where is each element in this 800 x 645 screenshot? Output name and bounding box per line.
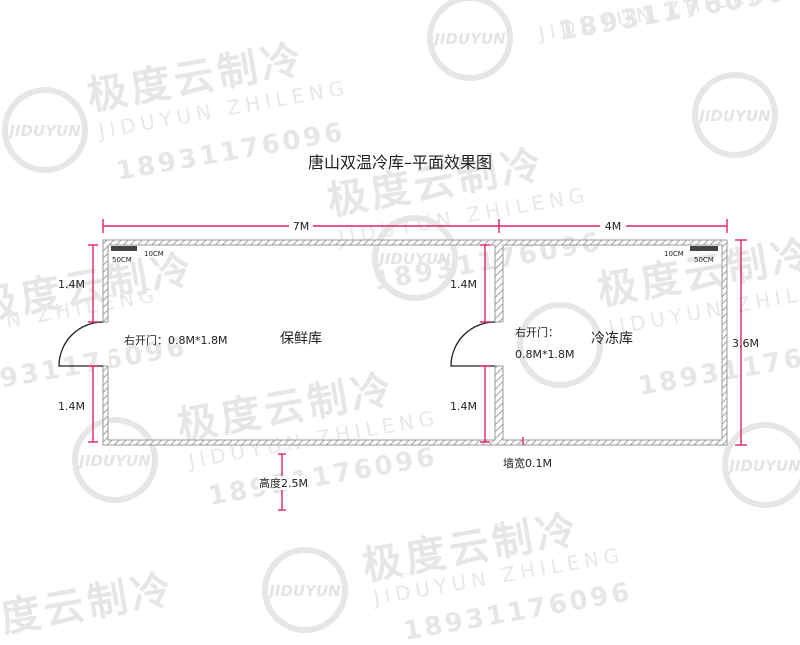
watermark-logo: JIDUYUN bbox=[262, 547, 348, 633]
walls bbox=[102, 239, 728, 446]
vent-right-size-1: 10CM bbox=[664, 250, 684, 258]
room-name-freezer: 冷冻库 bbox=[591, 330, 633, 347]
dim-width-left: 7M bbox=[293, 220, 310, 233]
watermark-logo: JIDUYUN bbox=[2, 87, 88, 173]
dim-middle-lower: 1.4M bbox=[450, 400, 477, 413]
dim-left-upper: 1.4M bbox=[58, 278, 85, 291]
door-opening-middle bbox=[494, 322, 504, 366]
watermark-logo: JIDUYUN bbox=[692, 72, 778, 158]
svg-text:JIDUYUN: JIDUYUN bbox=[696, 107, 771, 125]
svg-text:18931176096: 18931176096 bbox=[556, 0, 790, 47]
watermark-logo bbox=[517, 302, 603, 388]
door-middle bbox=[450, 321, 496, 367]
dim-wall-thickness: 墙宽0.1M bbox=[503, 456, 552, 470]
vent-right-size-2: 50CM bbox=[694, 256, 714, 264]
dim-left-lower: 1.4M bbox=[58, 400, 85, 413]
svg-text:JIDUYUN: JIDUYUN bbox=[726, 457, 800, 475]
svg-text:JIDUYUN: JIDUYUN bbox=[376, 250, 451, 268]
dim-height-total: 3.6M bbox=[732, 337, 759, 350]
dim-middle-upper: 1.4M bbox=[450, 278, 477, 291]
vent-left-size-1: 50CM bbox=[112, 256, 132, 264]
door-left bbox=[58, 321, 104, 367]
watermark-logo: JIDUYUN bbox=[372, 215, 458, 301]
door-label-freezer-line2: 0.8M*1.8M bbox=[515, 348, 574, 361]
vent-left: 50CM 10CM bbox=[111, 246, 164, 264]
dim-room-height: 高度2.5M bbox=[259, 476, 308, 490]
svg-text:18931176096: 18931176096 bbox=[636, 332, 800, 402]
dim-width-right: 4M bbox=[605, 220, 622, 233]
svg-text:JIDUYUN: JIDUYUN bbox=[6, 122, 81, 140]
door-opening-left bbox=[102, 322, 109, 366]
svg-text:极度云制冷: 极度云制冷 bbox=[0, 566, 178, 645]
svg-text:JIDUYUN: JIDUYUN bbox=[431, 30, 506, 48]
vent-left-size-2: 10CM bbox=[144, 250, 164, 258]
svg-text:JIDUYUN: JIDUYUN bbox=[266, 582, 341, 600]
watermark-logo: JIDUYUN bbox=[722, 422, 800, 508]
room-name-fresh: 保鲜库 bbox=[280, 331, 322, 347]
vent-right: 10CM 50CM bbox=[664, 246, 718, 264]
door-label-freezer-line1: 右开门： bbox=[515, 325, 559, 339]
watermark-logo: JIDUYUN bbox=[427, 0, 513, 81]
watermark-logo: JIDUYUN bbox=[72, 417, 158, 503]
page-title: 唐山双温冷库–平面效果图 bbox=[308, 153, 492, 172]
svg-text:JIDUYUN: JIDUYUN bbox=[76, 452, 151, 470]
door-label-fresh: 右开门：0.8M*1.8M bbox=[124, 333, 227, 347]
